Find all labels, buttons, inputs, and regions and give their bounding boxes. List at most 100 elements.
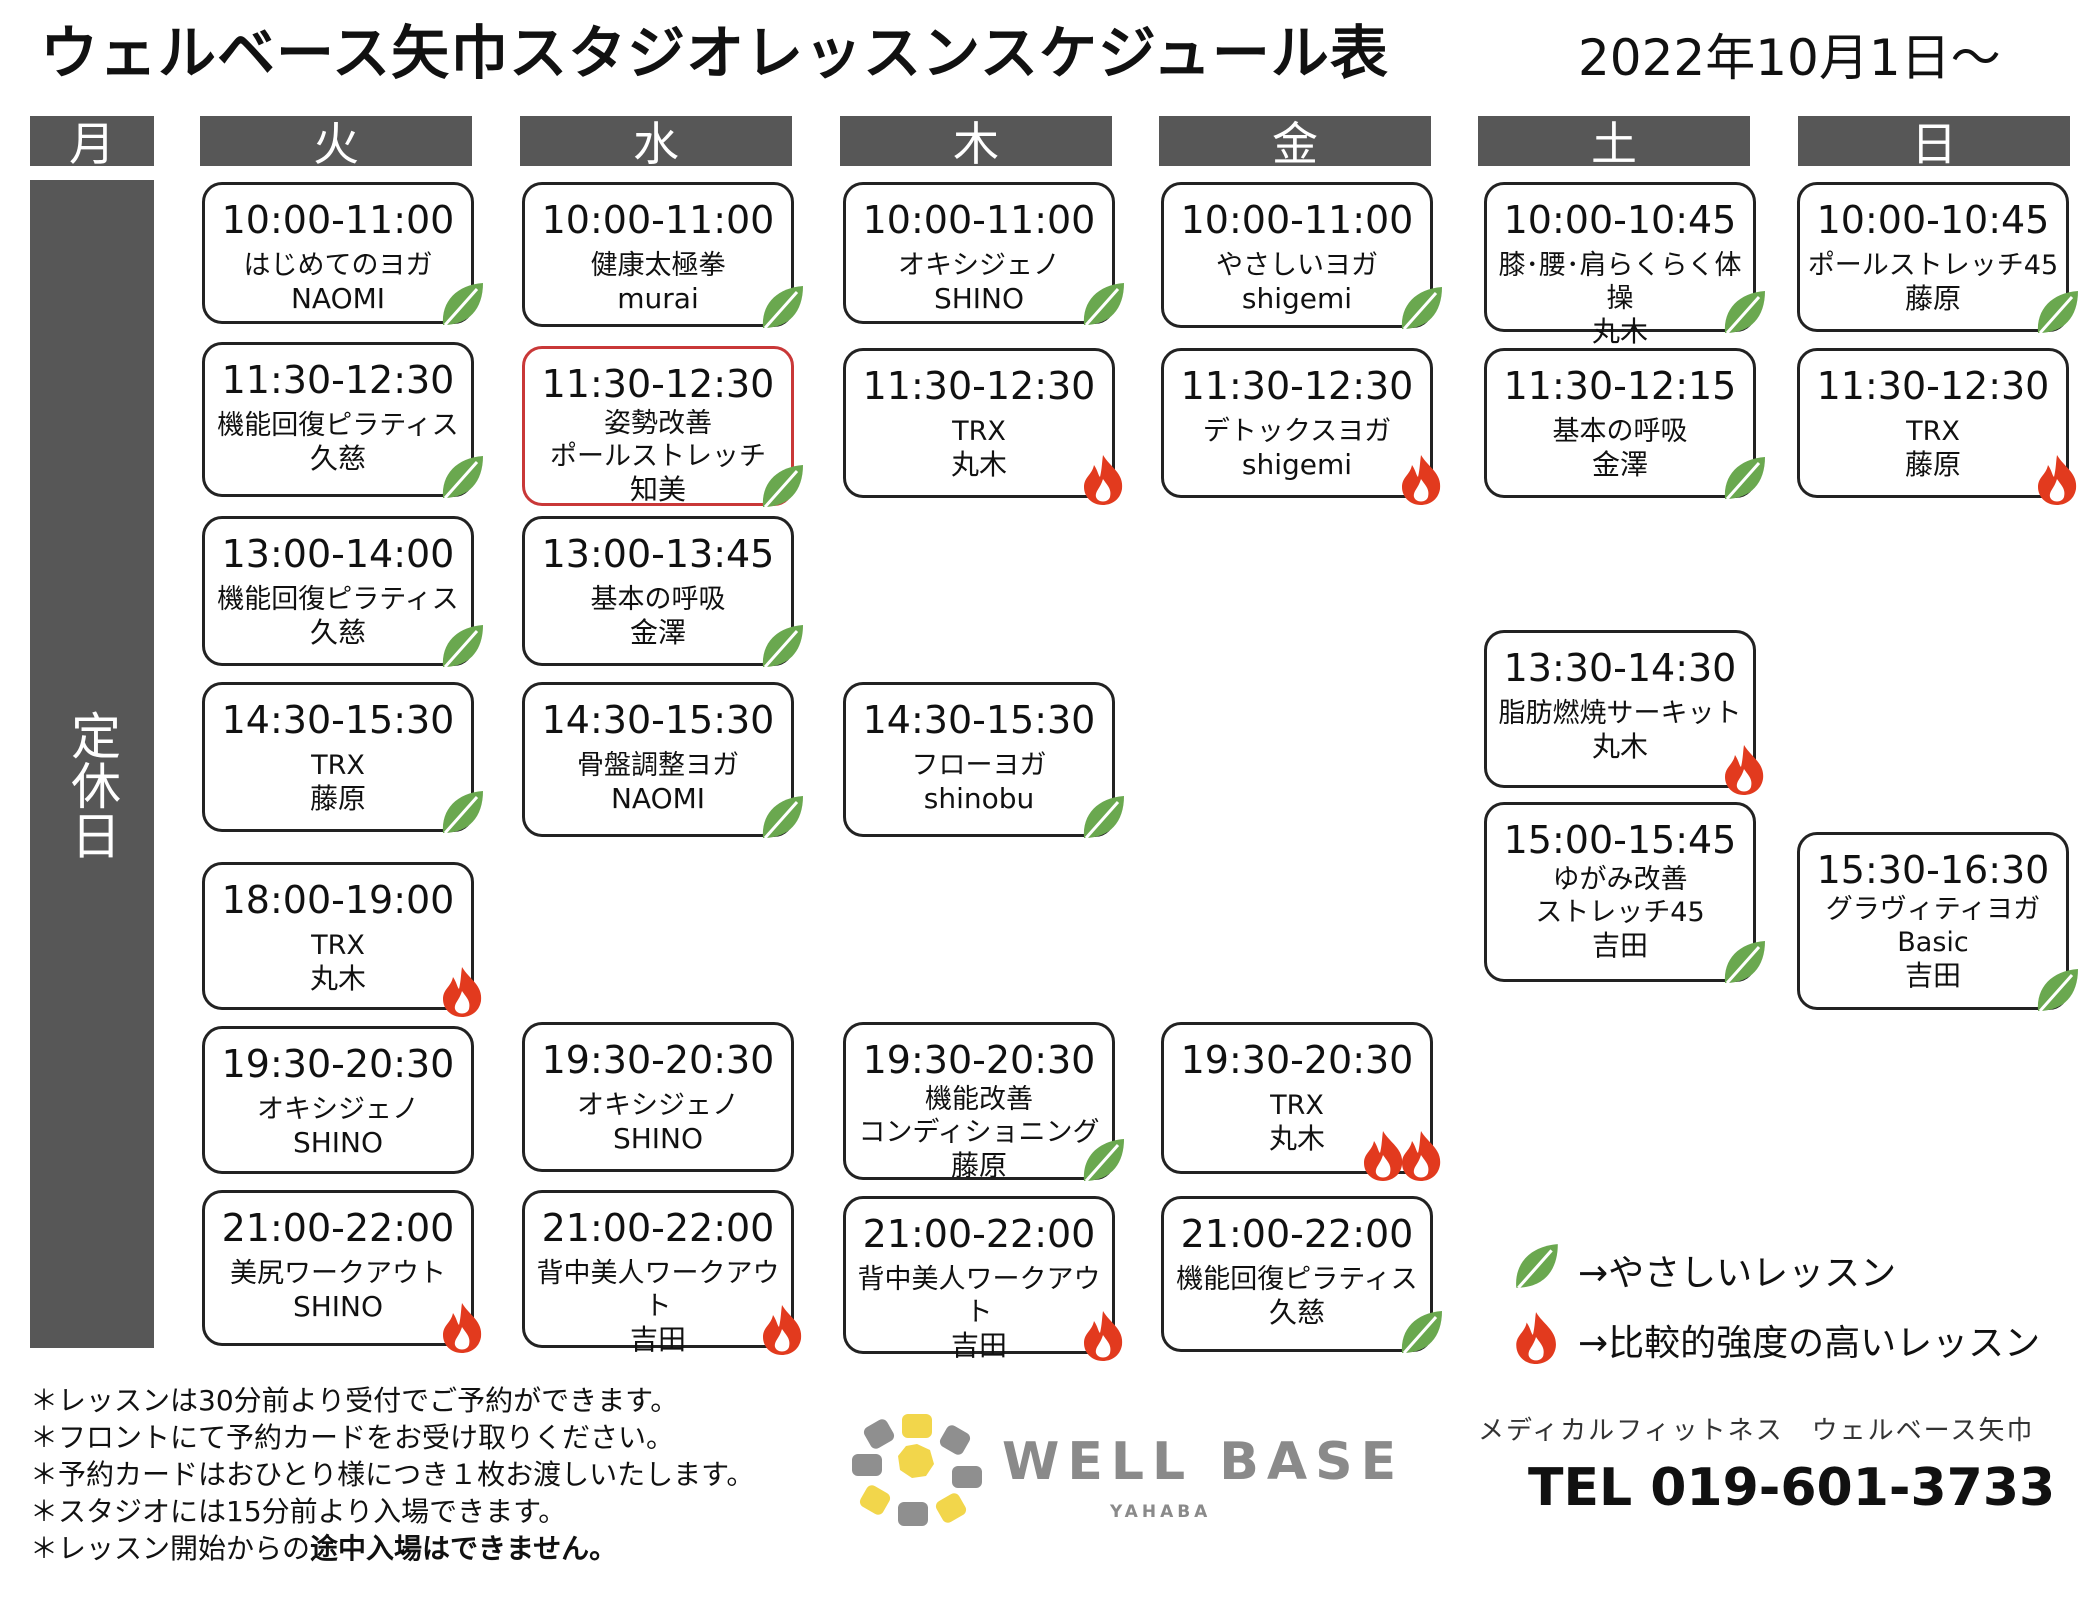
lesson-name: 基本の呼吸 xyxy=(1552,416,1688,447)
lesson-card-sat: 11:30-12:15 基本の呼吸金澤 xyxy=(1484,348,1756,498)
phone-number: TEL 019-601-3733 xyxy=(1528,1458,2056,1518)
day-header-sat: 土 xyxy=(1478,116,1750,171)
day-label: 日 xyxy=(1911,117,1957,171)
fire-icon xyxy=(2034,453,2080,505)
leaf-icon xyxy=(439,787,485,839)
lesson-instructor: shigemi xyxy=(1241,282,1353,315)
note-last-pre: ＊レッスン開始からの xyxy=(30,1532,311,1565)
fire-icon xyxy=(439,1301,485,1353)
lesson-instructor: 藤原 xyxy=(1904,282,1961,315)
lesson-instructor: 藤原 xyxy=(950,1149,1007,1182)
lesson-instructor: 藤原 xyxy=(309,782,366,815)
logo-wordmark: WELL BASE xyxy=(1002,1432,1405,1492)
lesson-time: 11:30-12:30 xyxy=(862,364,1096,408)
lesson-instructor: 丸木 xyxy=(1591,315,1648,348)
day-label: 金 xyxy=(1272,117,1318,171)
lesson-time: 10:00-10:45 xyxy=(1503,198,1737,242)
lesson-name: 背中美人ワークアウト xyxy=(536,1258,780,1322)
wellbase-logo: WELL BASE YAHABA xyxy=(850,1410,1396,1530)
lesson-instructor: murai xyxy=(617,282,699,315)
lesson-name: 脂肪燃焼サーキット xyxy=(1498,698,1742,729)
lesson-time: 21:00-22:00 xyxy=(221,1206,455,1250)
legend-intense-text: →比較的強度の高いレッスン xyxy=(1578,1323,2041,1364)
fire-icon xyxy=(439,965,485,1017)
lesson-time: 15:00-15:45 xyxy=(1503,818,1737,862)
lesson-instructor: 金澤 xyxy=(629,616,686,649)
lesson-name: TRX xyxy=(311,750,365,781)
lesson-name: 背中美人ワークアウト xyxy=(857,1264,1101,1328)
lesson-instructor: shinobu xyxy=(923,782,1035,815)
lesson-time: 11:30-12:30 xyxy=(1180,364,1414,408)
lesson-name: 機能回復ピラティス xyxy=(217,410,459,441)
lesson-name: 姿勢改善 xyxy=(604,408,712,439)
fire-icon xyxy=(759,1303,805,1355)
day-label: 火 xyxy=(313,117,359,171)
lesson-name: 基本の呼吸 xyxy=(590,584,726,615)
day-label: 土 xyxy=(1591,117,1637,171)
lesson-instructor: NAOMI xyxy=(610,782,706,815)
lesson-time: 14:30-15:30 xyxy=(541,698,775,742)
fire-icon xyxy=(1398,453,1444,505)
lesson-time: 14:30-15:30 xyxy=(862,698,1096,742)
lesson-name-line2: コンディショニング xyxy=(858,1117,1100,1148)
lesson-instructor: SHINO xyxy=(292,1290,384,1323)
lesson-name: オキシジェノ xyxy=(898,250,1060,281)
fire-icon xyxy=(1512,1310,1560,1364)
lesson-name: 機能回復ピラティス xyxy=(217,584,459,615)
lesson-name: ゆがみ改善 xyxy=(1552,864,1688,895)
leaf-icon xyxy=(759,282,805,334)
lesson-instructor: 丸木 xyxy=(1591,730,1648,763)
leaf-icon xyxy=(1080,792,1126,844)
lesson-name: 健康太極拳 xyxy=(590,250,726,281)
day-label: 水 xyxy=(633,117,679,171)
lesson-instructor: 藤原 xyxy=(1904,448,1961,481)
day-label: 木 xyxy=(953,117,999,171)
lesson-time: 10:00-11:00 xyxy=(541,198,775,242)
lesson-time: 10:00-11:00 xyxy=(1180,198,1414,242)
lesson-instructor: shigemi xyxy=(1241,448,1353,481)
leaf-icon xyxy=(439,452,485,504)
lesson-time: 18:00-19:00 xyxy=(221,878,455,922)
day-label: 月 xyxy=(69,117,115,171)
lesson-instructor: 丸木 xyxy=(309,962,366,995)
lesson-instructor: SHINO xyxy=(933,282,1025,315)
lesson-instructor: 吉田 xyxy=(1591,929,1648,962)
lesson-time: 21:00-22:00 xyxy=(541,1206,775,1250)
note-line: ＊レッスンは30分前より受付でご予約ができます。 xyxy=(30,1384,679,1417)
day-header-tue: 火 xyxy=(200,116,472,171)
leaf-icon xyxy=(2034,965,2080,1017)
lesson-time: 10:00-11:00 xyxy=(862,198,1096,242)
lesson-instructor: 丸木 xyxy=(950,448,1007,481)
lesson-name: TRX xyxy=(311,930,365,961)
lesson-name: TRX xyxy=(1270,1090,1324,1121)
lesson-time: 10:00-10:45 xyxy=(1816,198,2050,242)
lesson-instructor: 吉田 xyxy=(950,1329,1007,1362)
lesson-instructor: NAOMI xyxy=(290,282,386,315)
legend-gentle-text: →やさしいレッスン xyxy=(1578,1253,1897,1294)
leaf-icon xyxy=(2034,287,2080,339)
lesson-instructor: 金澤 xyxy=(1591,448,1648,481)
lesson-name: 骨盤調整ヨガ xyxy=(577,750,739,781)
monday-closed-bar: 定休日 xyxy=(30,180,154,1348)
lesson-name: オキシジェノ xyxy=(257,1094,419,1125)
lesson-time: 11:30-12:30 xyxy=(1816,364,2050,408)
lesson-time: 11:30-12:30 xyxy=(541,362,775,406)
fire-icon xyxy=(1360,1129,1406,1181)
lesson-name: 機能回復ピラティス xyxy=(1176,1264,1418,1295)
lesson-time: 11:30-12:15 xyxy=(1503,364,1737,408)
lesson-time: 21:00-22:00 xyxy=(862,1212,1096,1256)
fire-icon xyxy=(1721,743,1767,795)
